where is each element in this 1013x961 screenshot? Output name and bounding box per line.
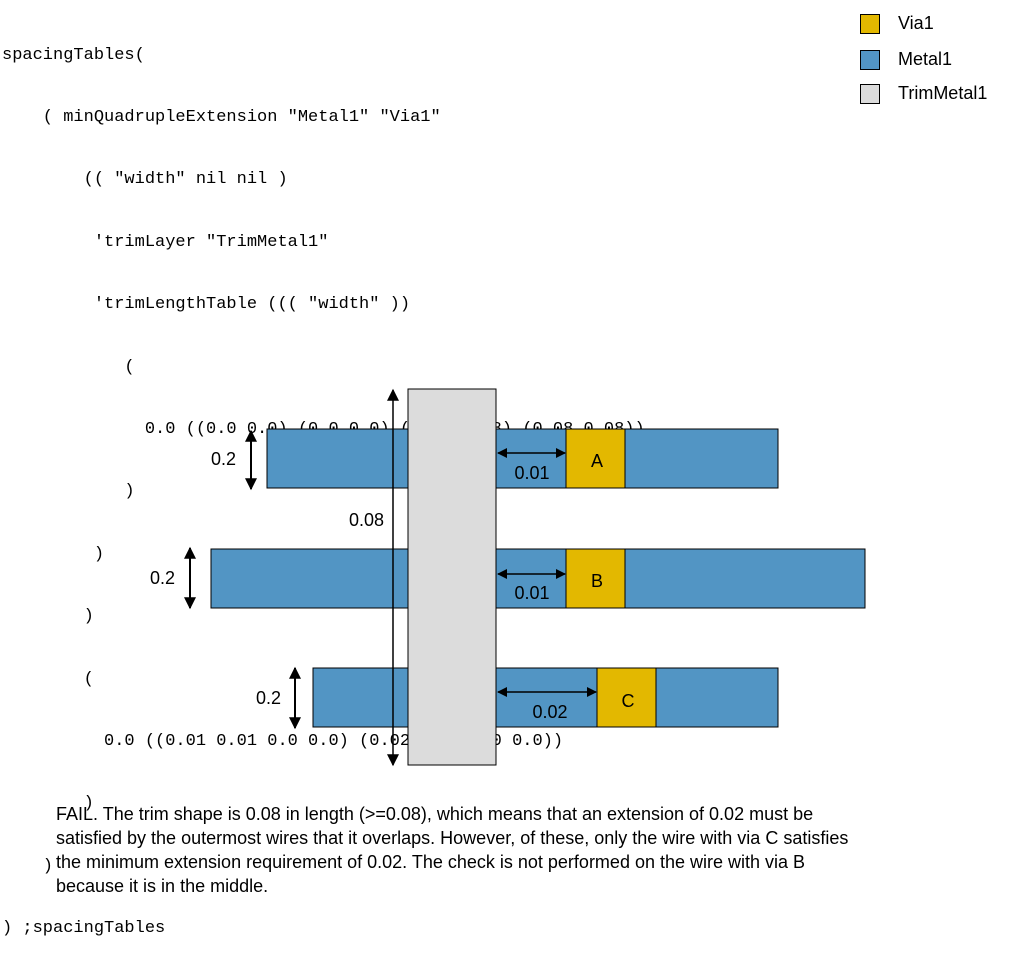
code-line: ) ;spacingTables	[2, 919, 166, 939]
code-line: ( minQuadrupleExtension "Metal1" "Via1"	[2, 107, 441, 127]
caption-line: satisfied by the outermost wires that it…	[56, 828, 849, 848]
legend-label: Via1	[898, 13, 934, 33]
metal1-swatch	[860, 50, 880, 70]
code-line: 'trimLengthTable ((( "width" ))	[2, 295, 411, 315]
legend-label: Metal1	[898, 49, 953, 69]
code-line: )	[2, 856, 54, 876]
legend-item-via1: Via1	[860, 13, 1013, 38]
extension-label: 0.01	[514, 463, 549, 483]
via1-shape	[565, 548, 626, 609]
legend-label: TrimMetal1	[898, 83, 988, 103]
metal1-wire	[266, 428, 779, 489]
caption-line: the minimum extension requirement of 0.0…	[56, 852, 806, 872]
code-line: 'trimLayer "TrimMetal1"	[2, 232, 329, 252]
via-label: A	[591, 451, 603, 471]
width-label: 0.2	[211, 449, 236, 469]
trimmetal1-swatch	[860, 84, 880, 104]
legend-item-trimmetal1: TrimMetal1	[860, 83, 1013, 108]
legend-item-metal1: Metal1	[860, 49, 1013, 74]
width-label: 0.2	[256, 688, 281, 708]
code-line: )	[2, 607, 94, 627]
extension-label: 0.02	[532, 702, 567, 722]
caption-line: FAIL. The trim shape is 0.08 in length (…	[56, 804, 814, 824]
code-line: )	[2, 794, 94, 814]
code-line: spacingTables(	[2, 45, 145, 65]
code-line: (( "width" nil nil )	[2, 170, 288, 190]
code-line: (	[2, 669, 94, 689]
via-label: B	[591, 571, 603, 591]
trim-length-label: 0.08	[349, 510, 384, 530]
via1-swatch	[860, 14, 880, 34]
trimmetal1-shape	[407, 388, 497, 766]
via1-shape	[565, 428, 626, 489]
via-label: C	[622, 691, 635, 711]
via1-shape	[596, 667, 657, 728]
extension-label: 0.01	[514, 583, 549, 603]
width-label: 0.2	[150, 568, 175, 588]
layout-diagram: A 0.01 0.2 B 0.01 0.2 C 0.02 0.2 0.08	[150, 388, 866, 767]
code-line: (	[2, 357, 135, 377]
code-line: )	[2, 544, 105, 564]
result-caption: FAIL. The trim shape is 0.08 in length (…	[56, 802, 976, 898]
caption-line: because it is in the middle.	[56, 876, 269, 896]
code-line: )	[2, 482, 135, 502]
